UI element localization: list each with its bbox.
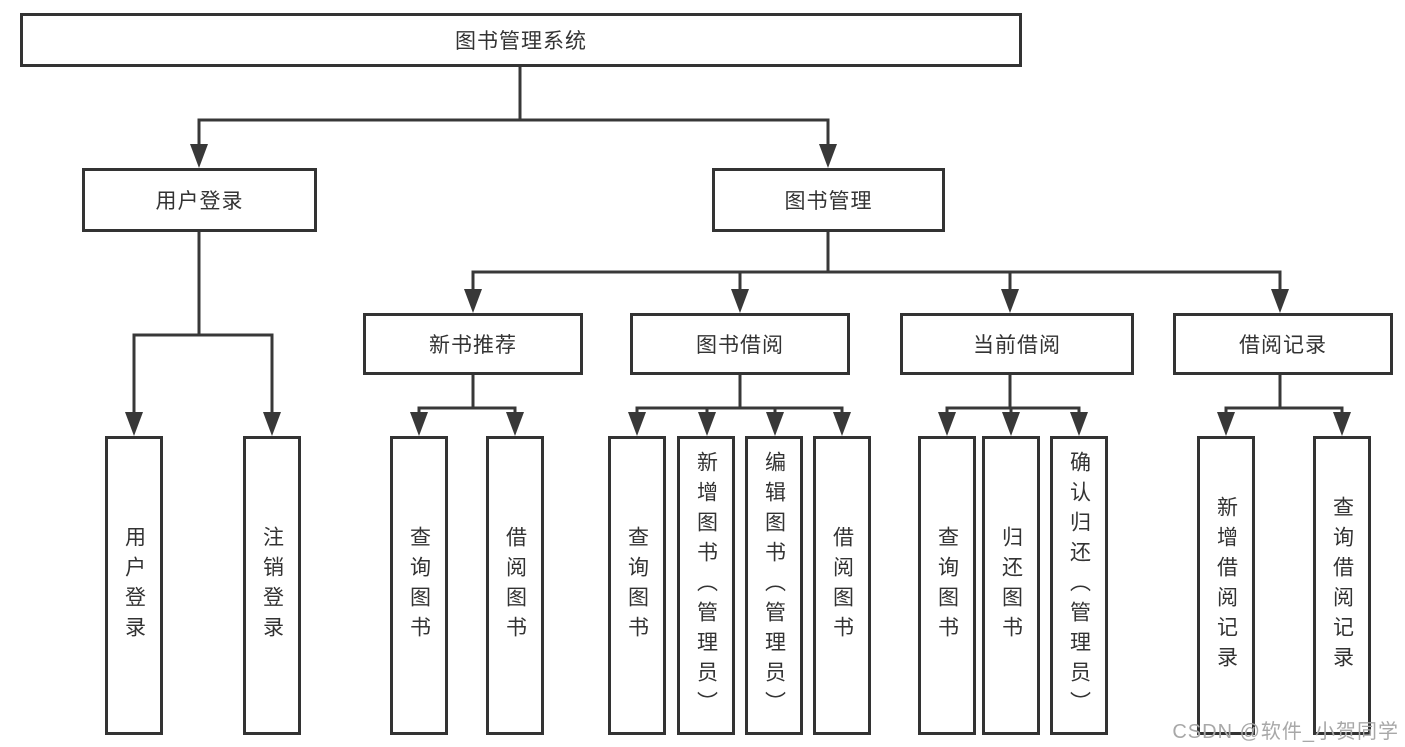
leaf-confirm-return-admin: 确认归还（管理员） (1050, 436, 1108, 735)
arrow-leaf (628, 412, 646, 436)
arrow-to-current-borrow (1001, 289, 1019, 313)
arrow-to-new-book (464, 289, 482, 313)
csdn-watermark: CSDN @软件_小贺同学 (1172, 721, 1399, 743)
arrow-leaf (1002, 412, 1020, 436)
arrow-to-book-borrow (731, 289, 749, 313)
arrow-to-user-login (190, 144, 208, 168)
node-user-login: 用户登录 (82, 168, 317, 232)
connector-root-to-level2 (197, 67, 830, 146)
node-book-management: 图书管理 (712, 168, 945, 232)
arrow-leaf (698, 412, 716, 436)
connector-new-book-children (417, 406, 517, 414)
connector-book-management-to-level3 (471, 232, 1282, 291)
arrow-leaf (506, 412, 524, 436)
arrow-leaf (1217, 412, 1235, 436)
node-new-book-recommend: 新书推荐 (363, 313, 583, 375)
arrow-to-leaf-user-login (125, 412, 143, 436)
arrow-to-leaf-logout (263, 412, 281, 436)
arrow-to-book-management (819, 144, 837, 168)
arrow-leaf (938, 412, 956, 436)
arrow-leaf (766, 412, 784, 436)
connector-book-borrow-children (635, 406, 844, 414)
node-book-borrowing: 图书借阅 (630, 313, 850, 375)
leaf-query-books: 查询图书 (608, 436, 666, 735)
leaf-query-borrow-record: 查询借阅记录 (1313, 436, 1371, 735)
leaf-borrow-books: 借阅图书 (813, 436, 871, 735)
leaf-add-books-admin: 新增图书（管理员） (677, 436, 735, 735)
connector-user-login-children (132, 232, 274, 414)
leaf-return-books: 归还图书 (982, 436, 1040, 735)
leaf-query-books: 查询图书 (390, 436, 448, 735)
leaf-borrow-books: 借阅图书 (486, 436, 544, 735)
arrow-leaf (833, 412, 851, 436)
leaf-logout: 注销登录 (243, 436, 301, 735)
connector-borrow-record-children (1224, 406, 1344, 414)
node-borrowing-records: 借阅记录 (1173, 313, 1393, 375)
leaf-query-books: 查询图书 (918, 436, 976, 735)
node-library-management-system: 图书管理系统 (20, 13, 1022, 67)
leaf-add-borrow-record: 新增借阅记录 (1197, 436, 1255, 735)
arrow-leaf (1333, 412, 1351, 436)
leaf-edit-books-admin: 编辑图书（管理员） (745, 436, 803, 735)
leaf-user-login: 用户登录 (105, 436, 163, 735)
connector-level3-stems (471, 375, 1282, 408)
arrow-leaf (410, 412, 428, 436)
arrow-to-borrow-record (1271, 289, 1289, 313)
arrow-leaf (1070, 412, 1088, 436)
node-current-borrowing: 当前借阅 (900, 313, 1134, 375)
